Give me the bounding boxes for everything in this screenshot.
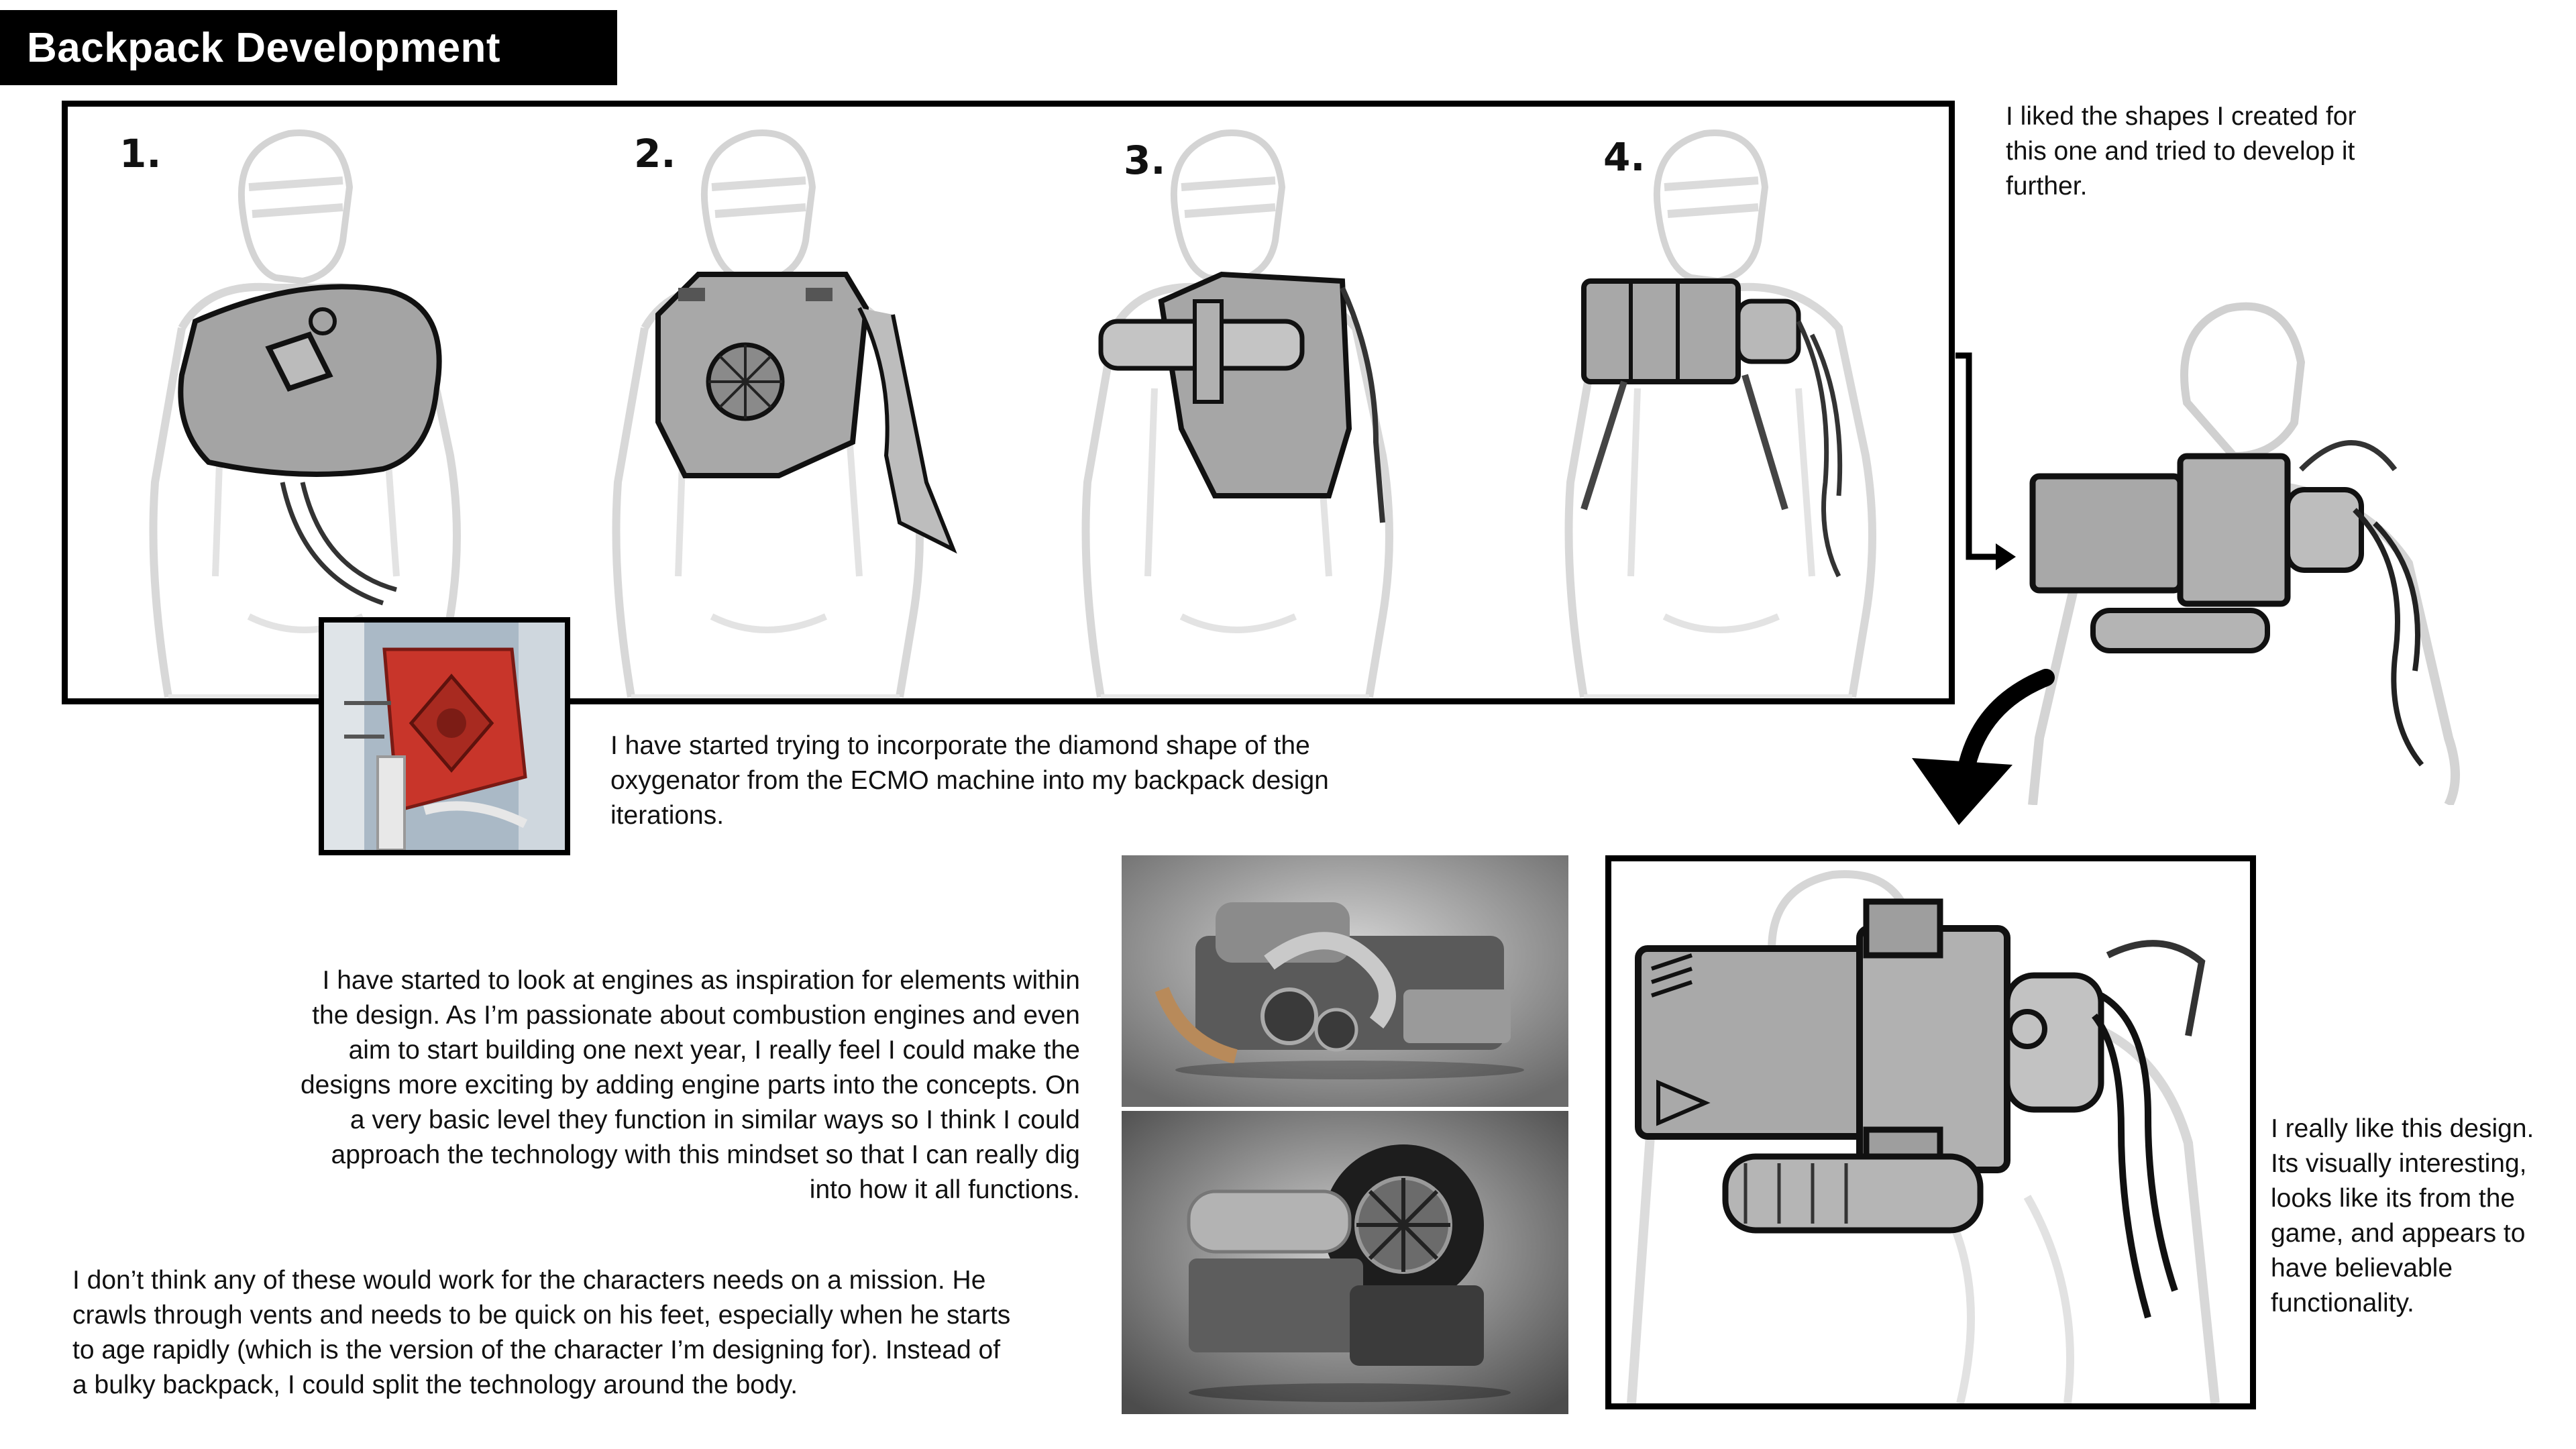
sketch-3 <box>1086 133 1390 697</box>
engine-note: I have started to look at engines as ins… <box>300 966 1080 1204</box>
sketch-1 <box>154 133 458 697</box>
sketch-strip-frame <box>62 101 1955 704</box>
final-note: I really like this design. Its visually … <box>2271 1114 2534 1318</box>
developed-design-sketch <box>2028 302 2460 805</box>
sketch-strip <box>68 107 1949 698</box>
final-design-sketch <box>1627 870 2220 1403</box>
curved-arrow-down-icon <box>1912 669 2055 825</box>
engine-photo-top <box>1122 855 1568 1107</box>
arrow-right-icon <box>1955 352 2016 570</box>
sketch-4 <box>1569 133 1873 697</box>
sketch-number-1: 1. <box>119 131 162 176</box>
engine-photo-bottom <box>1122 1111 1568 1414</box>
sketch-number-4: 4. <box>1603 134 1646 180</box>
mission-note: I don’t think any of these would work fo… <box>72 1266 1011 1399</box>
page-title-bar: Backpack Development <box>0 10 617 85</box>
sketch-2 <box>616 133 957 697</box>
shapes-note: I liked the shapes I created for this on… <box>2006 102 2357 201</box>
page-title: Backpack Development <box>27 24 501 71</box>
sketch-number-2: 2. <box>634 131 676 176</box>
ecmo-oxygenator-photo <box>319 617 570 855</box>
diamond-note: I have started trying to incorporate the… <box>610 731 1329 830</box>
final-design-frame <box>1605 855 2256 1409</box>
sketch-number-3: 3. <box>1124 138 1166 183</box>
